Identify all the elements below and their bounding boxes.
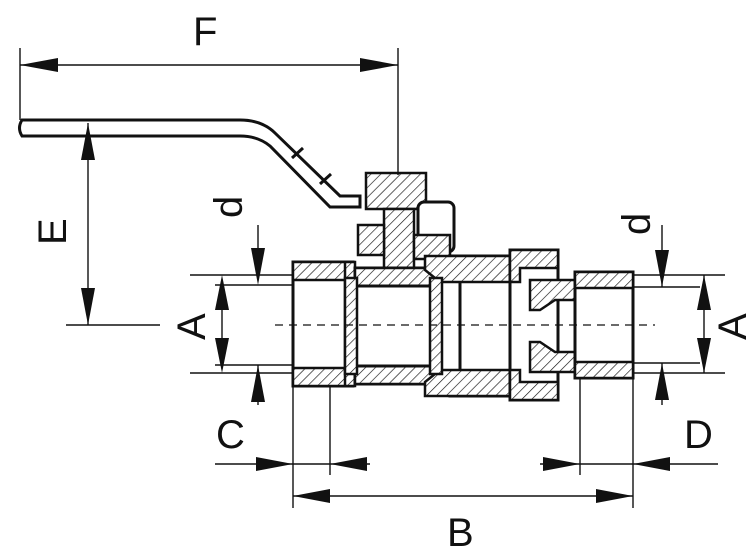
valve-handle — [18, 118, 362, 209]
label-a-right: A — [711, 313, 748, 340]
label-e: E — [31, 218, 75, 245]
label-d-bottom: D — [684, 413, 713, 457]
dimension-f — [19, 48, 399, 175]
label-d-left: d — [207, 196, 251, 218]
label-f: F — [193, 10, 217, 54]
label-b: B — [447, 511, 474, 554]
dimension-left-d-a — [190, 225, 293, 405]
valve-stem — [356, 171, 456, 271]
label-c: C — [216, 413, 245, 457]
label-a-left: A — [170, 313, 214, 340]
dimension-e — [66, 123, 160, 326]
dimension-bottom — [215, 378, 718, 508]
dimension-right-d-a — [633, 225, 725, 405]
label-d-right: d — [615, 213, 659, 235]
valve-body — [291, 248, 635, 402]
